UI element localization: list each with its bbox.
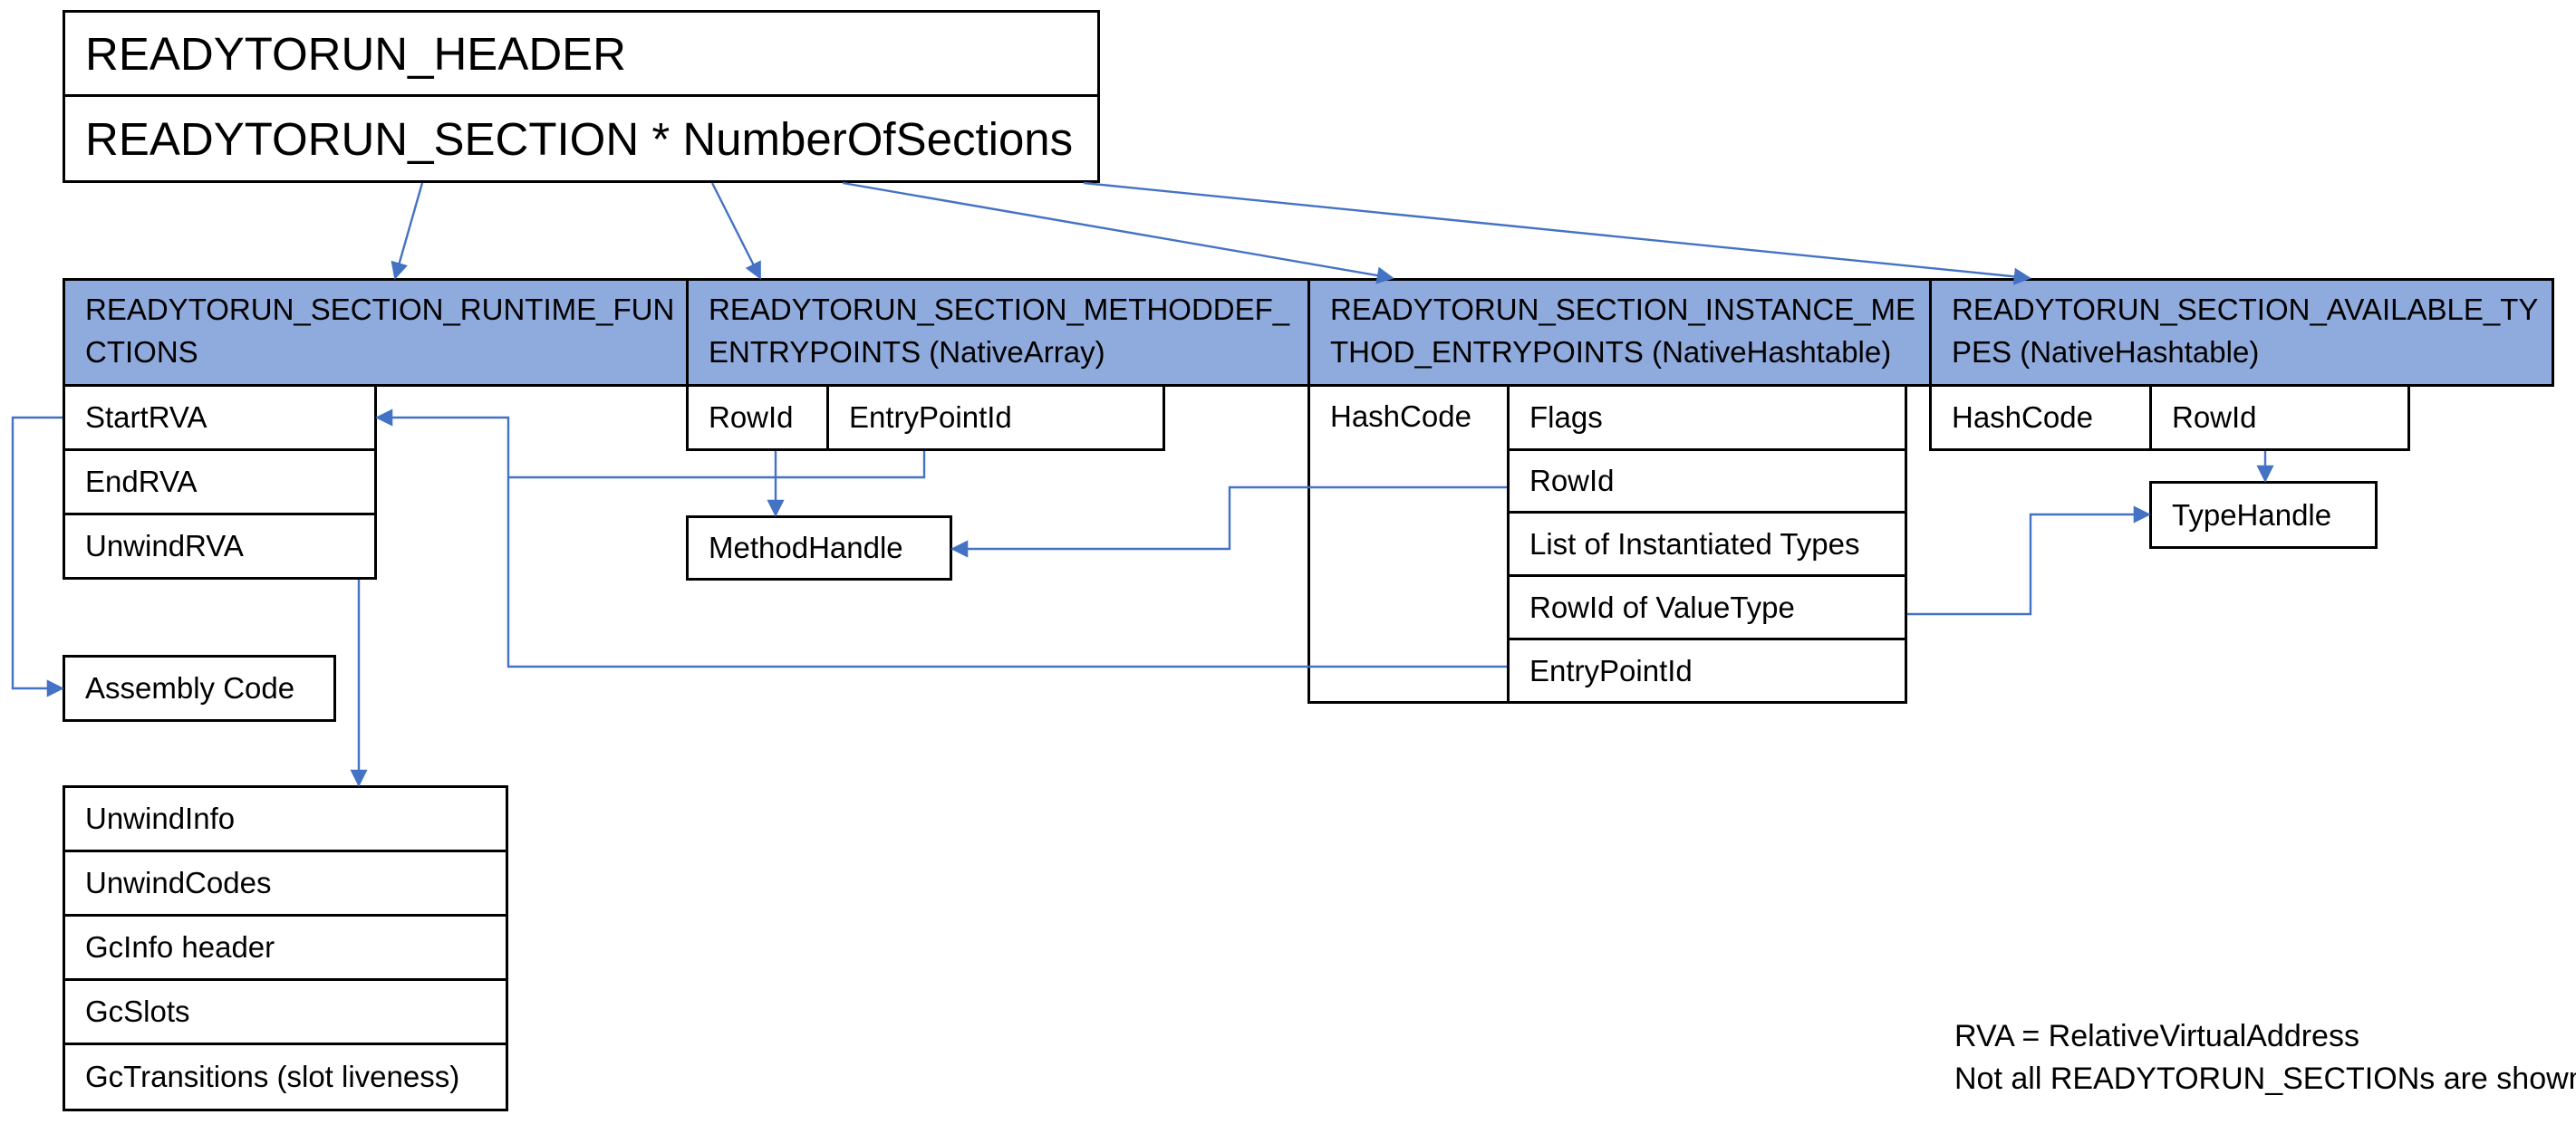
arrow-header-to-available-types [1083, 181, 2031, 285]
arrow-header-to-runtime-functions [391, 182, 424, 280]
gcinfo-header-field: GcInfo header [63, 914, 508, 981]
instance-rowid-of-valuetype-label: RowId of ValueType [1529, 590, 1795, 624]
arrow-valuetype-rowid-to-typehandle [1907, 505, 2151, 616]
note-sections-partial: Not all READYTORUN_SECTIONs are shown [1954, 1062, 2576, 1096]
field-start-rva-label: StartRVA [85, 400, 207, 434]
section-runtime-functions-line2: CTIONS [85, 335, 198, 369]
instance-flags-field: Flags [1507, 384, 1907, 451]
type-handle-label: TypeHandle [2172, 497, 2332, 532]
unwind-info-label: UnwindInfo [85, 802, 236, 835]
field-unwind-rva: UnwindRVA [63, 513, 377, 580]
gcinfo-header-label: GcInfo header [85, 930, 275, 964]
available-types-hashcode-field: HashCode [1929, 384, 2152, 451]
field-end-rva-label: EndRVA [85, 465, 198, 498]
section-instance-method-entrypoints-line1: READYTORUN_SECTION_INSTANCE_ME [1330, 293, 1916, 326]
instance-hashcode-column: HashCode [1307, 384, 1510, 704]
methoddef-rowid-label: RowId [709, 400, 794, 434]
arrow-header-to-methoddef [710, 182, 762, 280]
available-types-hashcode-label: HashCode [1952, 400, 2093, 434]
assembly-code-box: Assembly Code [63, 655, 336, 722]
readytorun-section-array-box: READYTORUN_SECTION * NumberOfSections [63, 94, 1100, 183]
arrow-header-to-instance-methods [842, 181, 1394, 284]
note-rva-definition: RVA = RelativeVirtualAddress [1954, 1019, 2359, 1053]
instance-entrypointid-label: EntryPointId [1529, 653, 1693, 687]
instance-rowid-label: RowId [1529, 464, 1615, 497]
instance-hashcode-label: HashCode [1330, 399, 1471, 433]
readytorun-header-box: READYTORUN_HEADER [63, 10, 1100, 97]
gcslots-label: GcSlots [85, 995, 190, 1028]
section-instance-method-entrypoints-line2: THOD_ENTRYPOINTS (NativeHashtable) [1330, 335, 1892, 369]
gctransitions-label: GcTransitions (slot liveness) [85, 1060, 460, 1093]
methoddef-rowid-field: RowId [686, 384, 829, 451]
arrow-startrva-to-assembly-code [11, 416, 64, 697]
section-runtime-functions-line1: READYTORUN_SECTION_RUNTIME_FUN [85, 293, 675, 326]
method-handle-label: MethodHandle [709, 531, 903, 564]
instance-rowid-of-valuetype-field: RowId of ValueType [1507, 574, 1907, 640]
field-unwind-rva-label: UnwindRVA [85, 529, 244, 562]
method-handle-box: MethodHandle [686, 515, 952, 581]
section-methoddef-entrypoints-header: READYTORUN_SECTION_METHODDEF_ ENTRYPOINT… [686, 278, 1310, 387]
assembly-code-label: Assembly Code [85, 671, 295, 705]
instance-flags-label: Flags [1529, 400, 1603, 434]
field-end-rva: EndRVA [63, 448, 377, 515]
gctransitions-field: GcTransitions (slot liveness) [63, 1043, 508, 1111]
section-methoddef-entrypoints-line2: ENTRYPOINTS (NativeArray) [709, 335, 1105, 369]
section-available-types-line2: PES (NativeHashtable) [1952, 335, 2260, 369]
available-types-rowid-field: RowId [2149, 384, 2410, 451]
section-methoddef-entrypoints-line1: READYTORUN_SECTION_METHODDEF_ [709, 293, 1290, 326]
methoddef-entrypointid-label: EntryPointId [849, 400, 1012, 434]
readytorun-section-array-label: READYTORUN_SECTION * NumberOfSections [85, 112, 1074, 165]
section-runtime-functions-header: READYTORUN_SECTION_RUNTIME_FUN CTIONS [63, 278, 689, 387]
field-start-rva: StartRVA [63, 384, 377, 451]
unwind-codes-field: UnwindCodes [63, 850, 508, 917]
section-available-types-line1: READYTORUN_SECTION_AVAILABLE_TY [1952, 293, 2539, 326]
unwind-info-field: UnwindInfo [63, 785, 508, 852]
instance-instantiated-types-label: List of Instantiated Types [1529, 526, 1860, 561]
readytorun-header-label: READYTORUN_HEADER [85, 27, 627, 80]
instance-entrypointid-field: EntryPointId [1507, 638, 1907, 704]
available-types-rowid-label: RowId [2172, 400, 2257, 434]
section-available-types-header: READYTORUN_SECTION_AVAILABLE_TY PES (Nat… [1929, 278, 2554, 387]
instance-rowid-field: RowId [1507, 448, 1907, 514]
gcslots-field: GcSlots [63, 978, 508, 1045]
section-instance-method-entrypoints-header: READYTORUN_SECTION_INSTANCE_ME THOD_ENTR… [1307, 278, 1932, 387]
instance-instantiated-types-field: List of Instantiated Types [1507, 511, 1907, 577]
type-handle-box: TypeHandle [2149, 481, 2378, 549]
unwind-codes-label: UnwindCodes [85, 866, 272, 899]
methoddef-entrypointid-field: EntryPointId [826, 384, 1165, 451]
